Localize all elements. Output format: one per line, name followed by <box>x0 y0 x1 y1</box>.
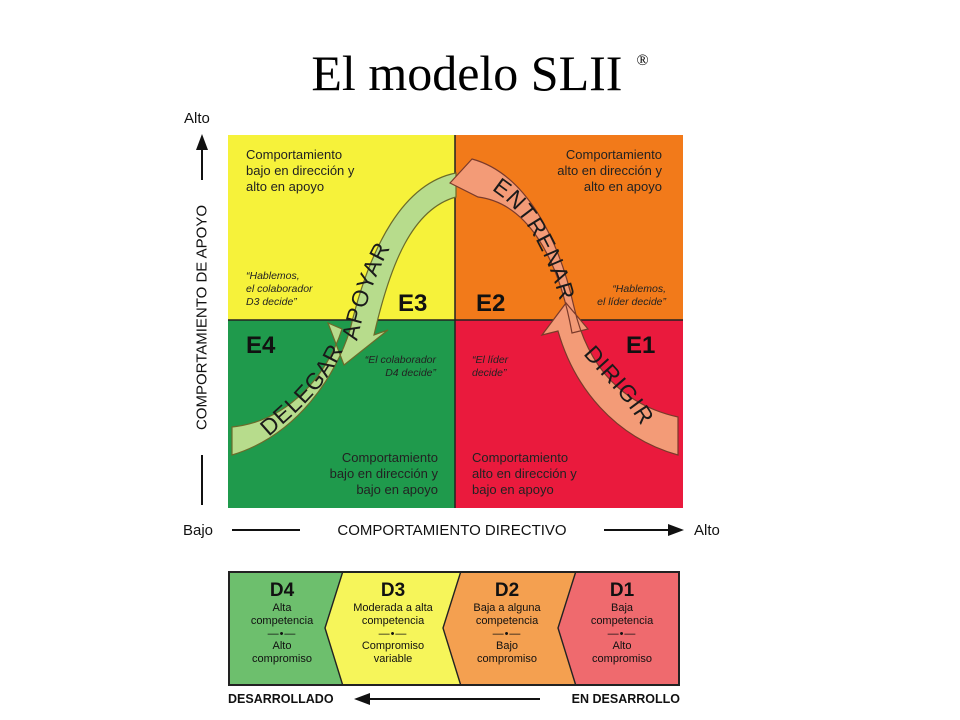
x-axis-high-label: Alto <box>694 522 720 539</box>
e3-label: E3 <box>398 290 428 317</box>
level-d3: D3 Moderada a alta competencia —•— Compr… <box>336 580 450 666</box>
page-title: El modelo SLII ® <box>0 44 960 102</box>
dev-axis-right-label: EN DESARROLLO <box>571 692 680 706</box>
slii-quadrant-grid: APOYAR ENTRENAR DELEGAR DIRIGIR <box>228 135 683 508</box>
e1-quote: “El líder decide” <box>472 354 509 379</box>
dev-axis-arrow-icon <box>354 693 370 705</box>
e2-quote: “Hablemos, el líder decide” <box>597 283 666 308</box>
x-axis-low-label: Bajo <box>183 522 214 539</box>
x-axis-title: COMPORTAMIENTO DIRECTIVO <box>337 522 567 539</box>
curve-right-arm <box>449 158 679 456</box>
divider-d3-d2 <box>442 571 462 686</box>
y-axis-title: COMPORTAMIENTO DE APOYO <box>193 204 211 431</box>
e4-quote: “El colaborador D4 decide” <box>364 354 436 379</box>
e1-label: E1 <box>626 332 656 359</box>
x-axis-arrow-icon <box>668 524 684 536</box>
divider-d2-d1 <box>557 571 577 686</box>
development-continuum <box>228 571 680 686</box>
dev-axis-left-label: DESARROLLADO <box>228 692 334 706</box>
d2-label: D2 <box>494 580 520 601</box>
level-d1: D1 Baja competencia —•— Alto compromiso <box>572 580 672 666</box>
continuum-border <box>228 571 680 686</box>
title-text: El modelo SLII <box>311 45 623 101</box>
curve-left-arm <box>231 172 457 456</box>
d1-label: D1 <box>609 580 635 601</box>
e2-description: Comportamiento alto en dirección y alto … <box>557 147 662 194</box>
level-d2: D2 Baja a alguna competencia —•— Bajo co… <box>452 580 562 666</box>
e4-label: E4 <box>246 332 276 359</box>
y-axis-high-label: Alto <box>184 110 210 127</box>
divider-d4-d3 <box>324 571 344 686</box>
level-d4: D4 Alta competencia —•— Alto compromiso <box>236 580 328 666</box>
e1-description: Comportamiento alto en dirección y bajo … <box>472 450 577 497</box>
e4-description: Comportamiento bajo en dirección y bajo … <box>329 450 438 497</box>
e2-label: E2 <box>476 290 506 317</box>
d4-bg <box>228 571 343 686</box>
registered-mark: ® <box>636 52 649 69</box>
e3-description: Comportamiento bajo en dirección y alto … <box>246 147 355 194</box>
e3-quote: “Hablemos, el colaborador D3 decide” <box>246 270 313 308</box>
y-axis-arrow-icon <box>196 134 208 150</box>
quadrant-e3-bg <box>228 135 455 320</box>
d4-label: D4 <box>269 580 295 601</box>
d3-label: D3 <box>380 580 406 601</box>
